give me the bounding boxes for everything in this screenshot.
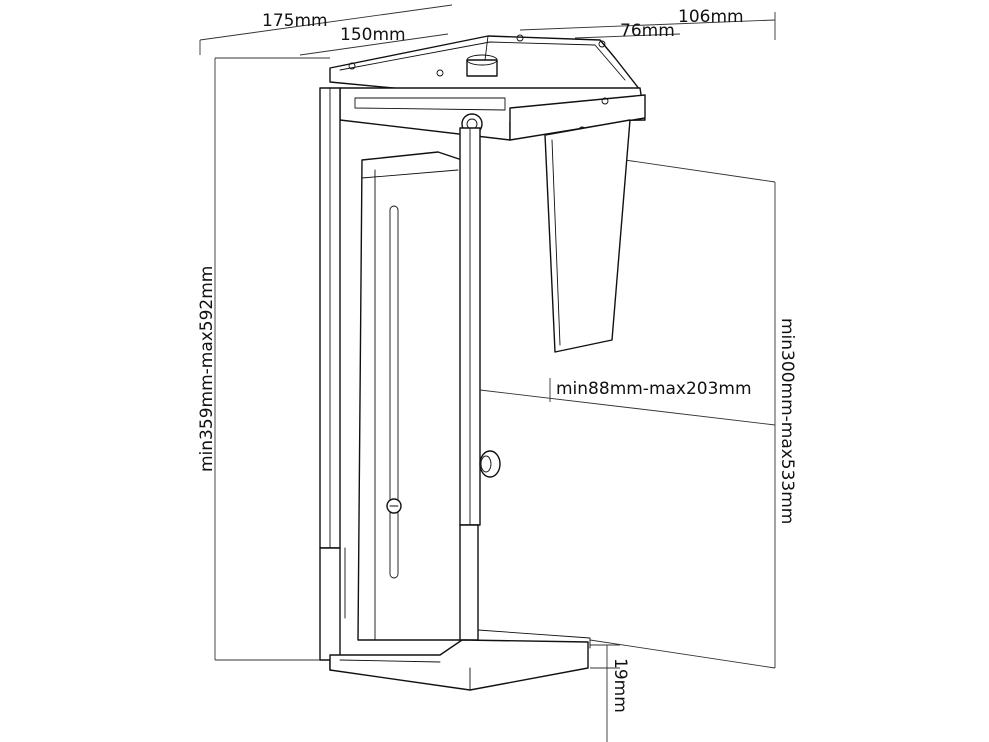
dimension-labels: 175mm 150mm 106mm 76mm min359mm-max592mm… (197, 7, 797, 713)
base-tray-back-lip (477, 629, 591, 649)
center-bolt (466, 59, 498, 77)
top-plate-inner-edge (339, 41, 626, 81)
top-mount-plate (329, 34, 641, 99)
screw-hole (601, 97, 609, 105)
left-lower-rail (319, 547, 341, 671)
rear-side-plate (544, 119, 631, 353)
label-overall-height: min359mm-max592mm (197, 266, 217, 472)
bracket-slot (354, 97, 506, 111)
base-tray-outline (329, 639, 589, 691)
main-panel-top-edge (361, 169, 459, 179)
screw-hole (598, 40, 606, 48)
rear-plate-edge (551, 139, 561, 346)
side-adjust-knob-center (480, 455, 492, 473)
label-base-width: 150mm (340, 25, 406, 45)
dim-line-top-depth (519, 19, 776, 31)
right-lower-rail (459, 524, 479, 641)
label-top-depth: 106mm (678, 7, 744, 27)
dim-line-clamp-width (479, 389, 776, 426)
dim-ext (589, 639, 776, 669)
screw-hole (436, 69, 444, 77)
dim-line-overall-width (199, 4, 453, 41)
left-vertical-rail (319, 87, 346, 671)
label-foot-height: 19mm (610, 658, 630, 713)
base-tray (329, 629, 591, 691)
label-overall-width: 175mm (262, 11, 328, 31)
right-vertical-rail (459, 127, 501, 641)
dim-ext (624, 159, 776, 183)
rear-plate-outline (544, 119, 631, 353)
label-inner-height: min300mm-max533mm (777, 318, 797, 524)
dim-line-base-width (299, 33, 449, 56)
dimension-lines (199, 4, 776, 742)
side-adjust-knob (479, 450, 501, 478)
label-clamp-width: min88mm-max203mm (556, 379, 752, 399)
screw-hole (348, 62, 356, 70)
bracket-side (509, 94, 646, 141)
screw-hole (516, 34, 524, 42)
top-plate-fold (484, 35, 489, 61)
main-side-panel (357, 151, 463, 641)
height-adjust-slot (389, 205, 399, 579)
main-panel-outline (357, 151, 463, 641)
base-tray-front-lip (339, 659, 441, 663)
dim-line-top-clamp-depth (574, 33, 681, 39)
label-top-clamp-depth: 76mm (620, 21, 675, 41)
center-bolt-top (466, 54, 498, 66)
